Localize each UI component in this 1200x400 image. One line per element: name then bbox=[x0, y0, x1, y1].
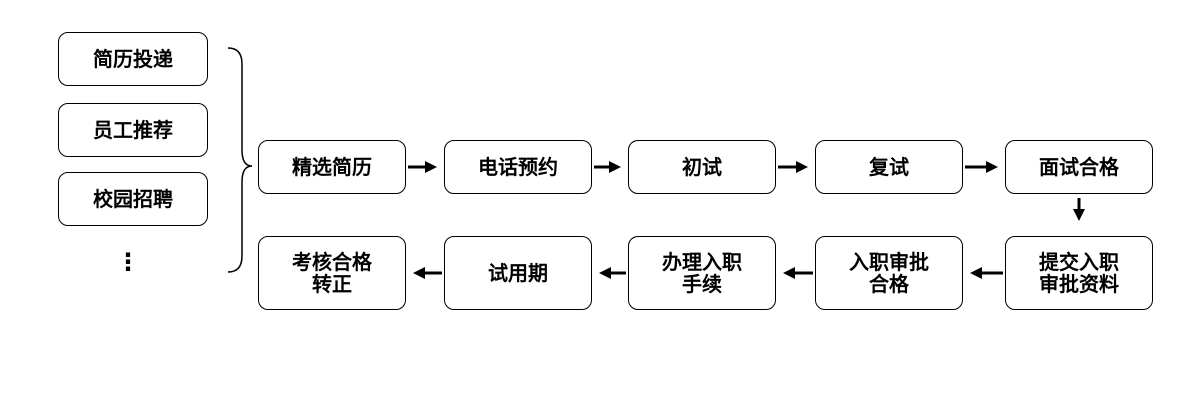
step-probation: 试用期 bbox=[444, 236, 592, 310]
step-second-interview: 复试 bbox=[815, 140, 963, 194]
step-submit-onboarding-docs: 提交入职 审批资料 bbox=[1005, 236, 1153, 310]
more-sources-ellipsis: ⋮ bbox=[116, 248, 140, 276]
step-onboarding-approved: 入职审批 合格 bbox=[815, 236, 963, 310]
step-first-interview: 初试 bbox=[628, 140, 776, 194]
step-interview-passed: 面试合格 bbox=[1005, 140, 1153, 194]
source-brace bbox=[227, 47, 253, 273]
step-screen-resume: 精选简历 bbox=[258, 140, 406, 194]
source-box-referral: 员工推荐 bbox=[58, 103, 208, 157]
step-pass-assessment-regular: 考核合格 转正 bbox=[258, 236, 406, 310]
step-phone-appointment: 电话预约 bbox=[444, 140, 592, 194]
step-complete-onboarding: 办理入职 手续 bbox=[628, 236, 776, 310]
source-box-resume: 简历投递 bbox=[58, 32, 208, 86]
source-box-campus: 校园招聘 bbox=[58, 172, 208, 226]
